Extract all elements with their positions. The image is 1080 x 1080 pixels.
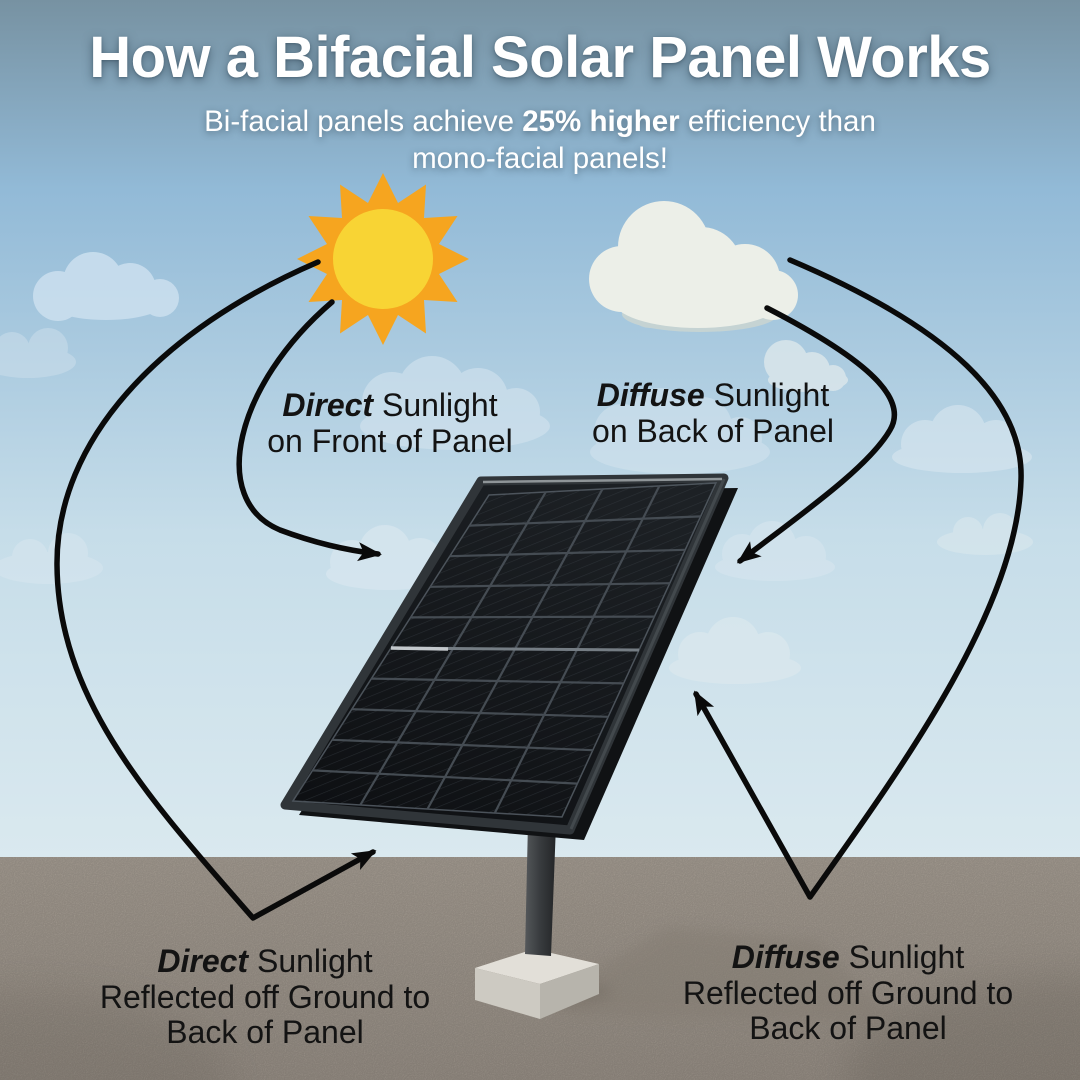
mount-base (475, 949, 599, 1019)
cloud-icon-behind-direct-label (360, 356, 550, 450)
cloud-icon-top-left (33, 252, 179, 321)
light-arrows (54, 257, 1024, 921)
label-diffuse-sunlight-back: Diffuse Sunlight on Back of Panel (592, 377, 834, 449)
page-subtitle: Bi-facial panels achieve 25% higher effi… (90, 103, 990, 177)
arrow-diffuse-ground-reflected (693, 257, 1024, 900)
panel-right-bevel (569, 478, 726, 830)
arrow-diffuse-back (736, 305, 898, 564)
panel-shadow (545, 927, 893, 1022)
subtitle-line1: Bi-facial panels achieve 25% higher effi… (204, 105, 876, 138)
solar-panel (280, 473, 738, 840)
ground-vignette-left (0, 990, 230, 1080)
label-direct-sunlight-front: Direct Sunlight on Front of Panel (267, 387, 513, 459)
sun-icon (297, 173, 469, 345)
arrow-direct-front (236, 299, 382, 562)
ground-vignette-right (845, 975, 1080, 1080)
cloud-icon-right-mid (892, 405, 1032, 473)
arrow-direct-ground-reflected (54, 259, 377, 921)
subtitle-line2: mono-facial panels! (412, 142, 668, 175)
panel-pole (525, 822, 556, 956)
cloud-icon-left-edge (0, 328, 76, 378)
panel-mid-busbar-glint (390, 646, 449, 651)
cloud-icon-right-lower (669, 617, 801, 684)
cloud-icon-small-right (764, 340, 848, 392)
label-direct-sunlight-reflected: Direct Sunlight Reflected off Ground to … (99, 943, 431, 1050)
panel-top-edge-highlight (482, 477, 723, 484)
page-title: How a Bifacial Solar Panel Works (89, 25, 991, 90)
label-diffuse-sunlight-reflected: Diffuse Sunlight Reflected off Ground to… (682, 939, 1014, 1046)
cloud-icon-behind-diffuse-label (590, 388, 770, 474)
cloud-icon-big-white (589, 201, 798, 332)
subtitle-highlight: 25% higher (522, 105, 680, 138)
